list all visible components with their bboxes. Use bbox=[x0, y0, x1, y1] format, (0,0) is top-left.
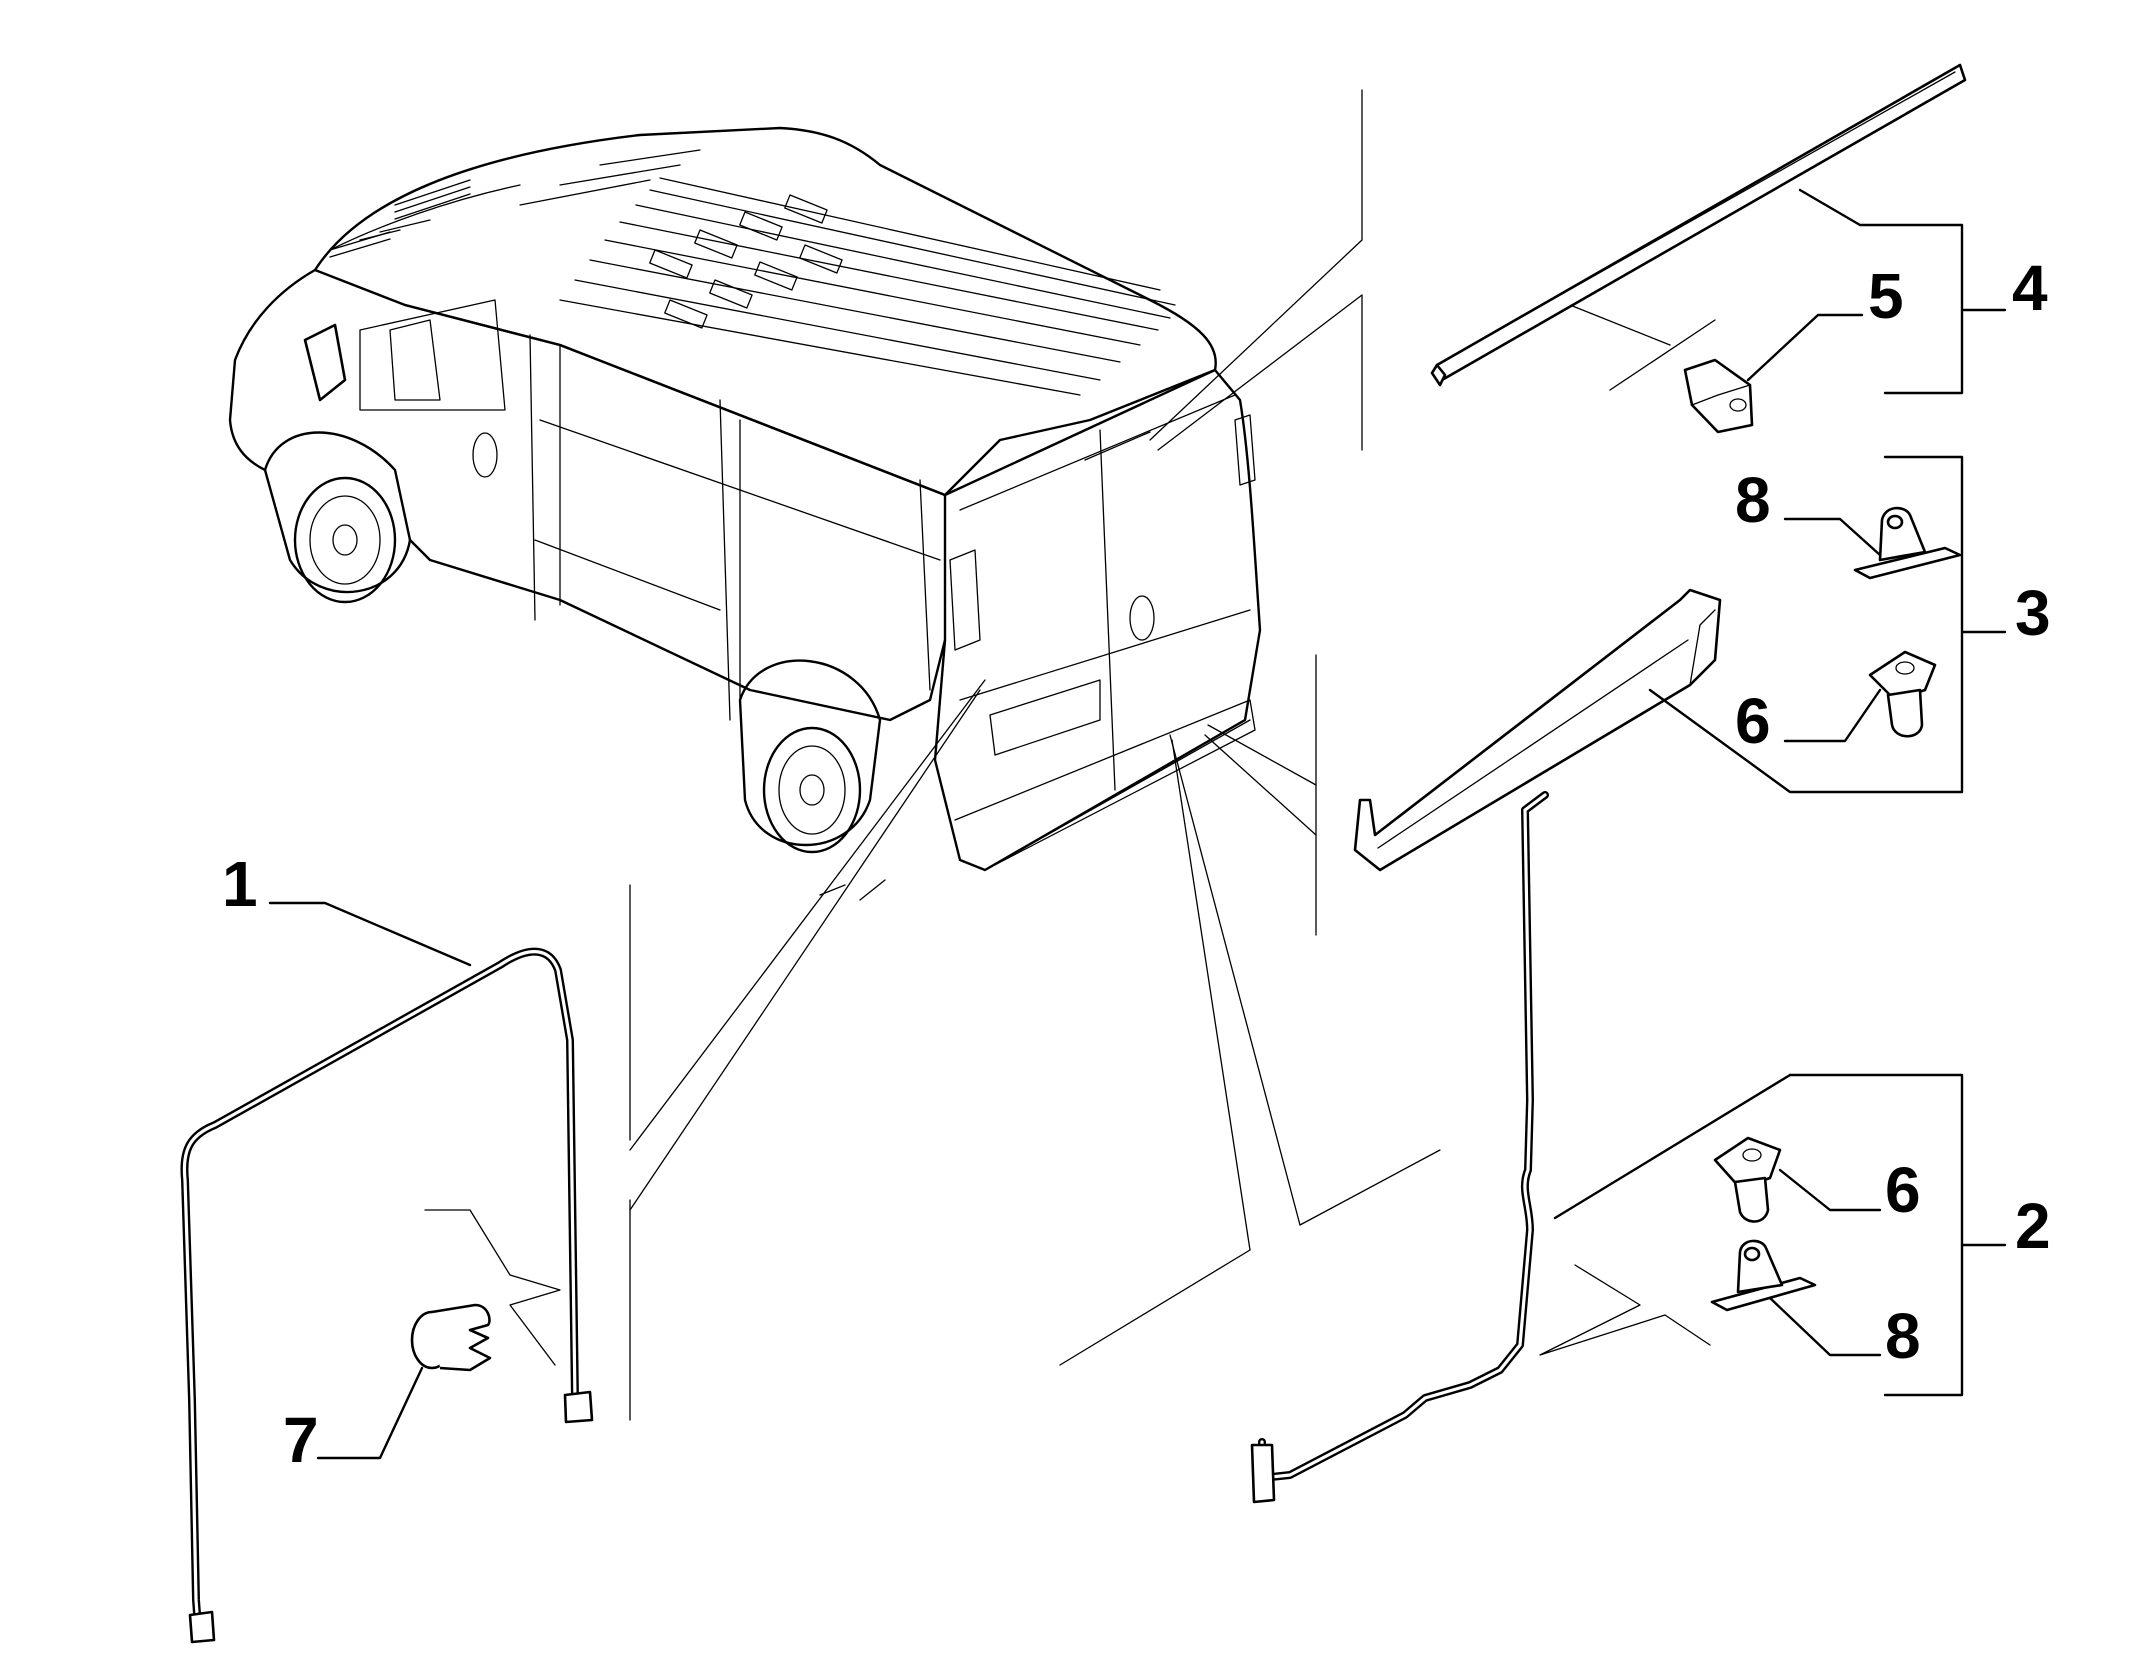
clip-part-5 bbox=[1683, 358, 1754, 434]
door-seal-part-1 bbox=[180, 947, 594, 1644]
wedge-part-8-upper bbox=[1853, 506, 1962, 580]
sill-seal-part-3 bbox=[1353, 588, 1722, 872]
callout-8-lower: 8 bbox=[1885, 1300, 1921, 1372]
callout-3: 3 bbox=[2015, 577, 2051, 649]
door-seal-part-2 bbox=[1250, 791, 1549, 1504]
roof-seal-strip bbox=[1430, 63, 1967, 387]
van-illustration bbox=[228, 126, 1262, 872]
push-clip-part-6-lower bbox=[1713, 1136, 1782, 1223]
callout-1: 1 bbox=[222, 848, 258, 920]
callout-labels: 1 2 3 4 5 6 6 7 8 8 bbox=[222, 252, 2051, 1476]
callout-2: 2 bbox=[2015, 1190, 2051, 1262]
leader-lines bbox=[424, 89, 1716, 1421]
callout-8-upper: 8 bbox=[1735, 464, 1771, 536]
callout-7: 7 bbox=[283, 1404, 319, 1476]
callout-6-lower: 6 bbox=[1885, 1154, 1921, 1226]
callout-6-upper: 6 bbox=[1735, 685, 1771, 757]
callout-leaders bbox=[268, 188, 2007, 1460]
push-pin-part-7 bbox=[410, 1303, 492, 1372]
wedge-part-8-lower bbox=[1710, 1239, 1817, 1312]
push-clip-part-6-upper bbox=[1868, 650, 1937, 738]
callout-5: 5 bbox=[1868, 260, 1904, 332]
callout-4: 4 bbox=[2012, 252, 2048, 324]
